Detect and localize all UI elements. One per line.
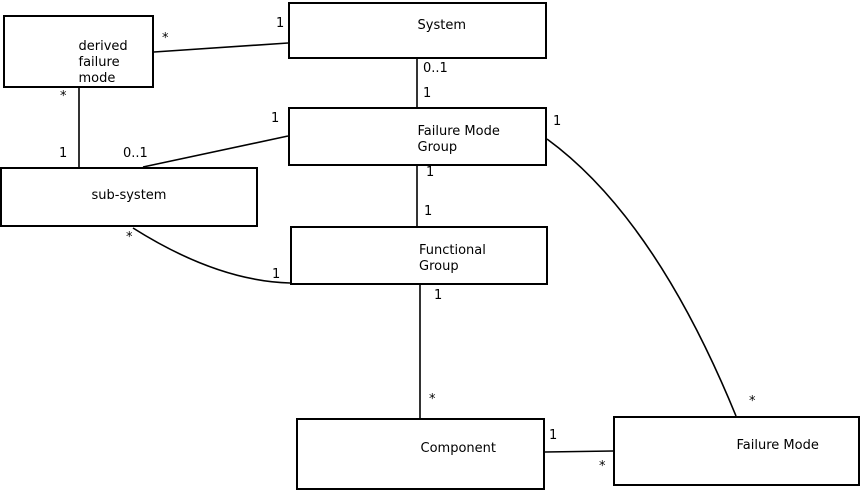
multiplicity-label: *	[126, 230, 133, 245]
multiplicity-label: 1	[423, 86, 432, 101]
multiplicity-label: *	[749, 394, 756, 409]
multiplicity-label: *	[599, 459, 606, 474]
class-box-derived-failure-mode: derived failure mode	[3, 15, 154, 88]
class-box-label: Failure Mode Group	[417, 123, 500, 155]
class-box-label: sub-system	[91, 188, 167, 203]
multiplicity-label: 1	[272, 267, 281, 282]
multiplicity-label: 1	[434, 288, 443, 303]
multiplicity-label: 1	[271, 111, 280, 126]
multiplicity-label: 0..1	[423, 61, 448, 76]
connector-sub-system-failure-mode-group	[142, 135, 289, 168]
class-box-label: derived failure mode	[78, 38, 128, 86]
multiplicity-label: *	[162, 31, 169, 46]
class-box-functional-group: Functional Group	[290, 226, 548, 285]
multiplicity-label: 0..1	[123, 146, 148, 161]
multiplicity-label: 1	[549, 428, 558, 443]
multiplicity-label: 1	[276, 16, 285, 31]
class-box-system: System	[288, 2, 547, 59]
class-box-sub-system: sub-system	[0, 167, 258, 227]
multiplicity-label: 1	[59, 146, 68, 161]
class-box-component: Component	[296, 418, 545, 490]
multiplicity-label: 1	[553, 114, 562, 129]
multiplicity-label: 1	[426, 165, 435, 180]
multiplicity-label: *	[60, 89, 67, 104]
class-box-label: Functional Group	[419, 242, 486, 274]
connector-failure-mode-group-failure-mode	[546, 138, 737, 417]
class-box-label: Failure Mode	[736, 438, 819, 453]
multiplicity-label: *	[429, 392, 436, 407]
connector-component-failure-mode	[544, 450, 614, 453]
multiplicity-label: 1	[424, 204, 433, 219]
class-box-label: Component	[420, 441, 496, 456]
connector-sub-system-functional-group	[132, 227, 291, 284]
class-box-failure-mode: Failure Mode	[613, 416, 860, 486]
class-box-failure-mode-group: Failure Mode Group	[288, 107, 547, 166]
class-box-label: System	[417, 17, 466, 33]
connector-derived-failure-mode-system	[153, 42, 289, 53]
